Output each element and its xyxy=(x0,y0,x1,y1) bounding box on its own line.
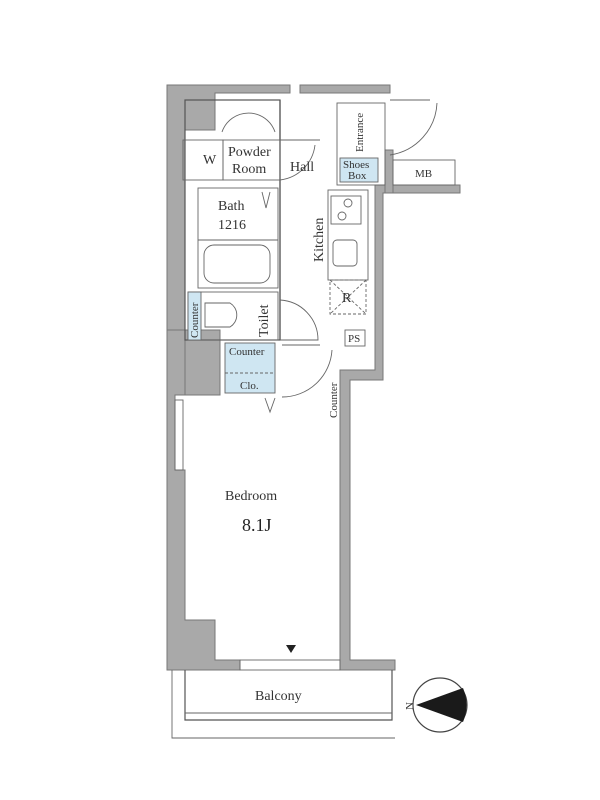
kitchen-label: Kitchen xyxy=(312,218,327,262)
meter-box-label: MB xyxy=(415,168,432,180)
shoes-box-label-2: Box xyxy=(348,170,367,182)
balcony-label: Balcony xyxy=(255,689,302,704)
bath-label: Bath xyxy=(218,199,244,214)
compass-icon: N xyxy=(404,677,468,733)
entry-marker-icon xyxy=(286,645,296,653)
washer-label: W xyxy=(203,153,217,168)
toilet-counter-label: Counter xyxy=(189,302,201,338)
shoes-box-label: Shoes xyxy=(343,159,369,171)
interior-lines xyxy=(171,99,456,739)
closet-label: Clo. xyxy=(240,380,259,392)
counter-label: Counter xyxy=(229,346,265,358)
hall-label: Hall xyxy=(290,160,314,175)
entrance-label: Entrance xyxy=(354,113,366,152)
refrigerator-label: R xyxy=(342,291,352,306)
labels: W Powder Room Hall Bath 1216 Kitchen R T… xyxy=(189,113,432,704)
toilet-label: Toilet xyxy=(257,304,272,337)
powder-room-label: Powder xyxy=(228,145,271,160)
bedroom-counter-label: Counter xyxy=(328,382,340,418)
bedroom-label: Bedroom xyxy=(225,489,277,504)
north-label: N xyxy=(404,702,416,710)
pipe-space-label: PS xyxy=(348,333,360,345)
powder-room-label-2: Room xyxy=(232,162,266,177)
bath-size-label: 1216 xyxy=(218,218,246,233)
bedroom-size-label: 8.1J xyxy=(242,515,272,535)
